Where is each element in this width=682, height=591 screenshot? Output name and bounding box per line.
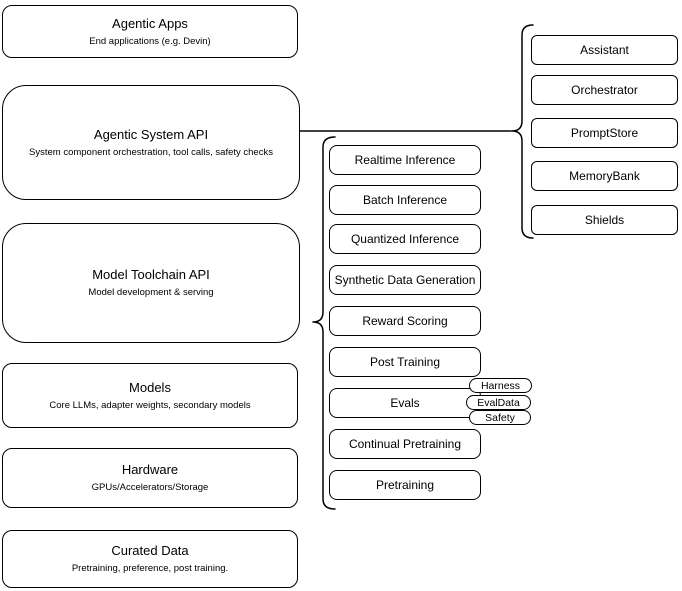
eval-tag-harness: Harness [469,378,532,393]
box-hardware: Hardware GPUs/Accelerators/Storage [2,448,298,508]
toolchain-item-label: Evals [390,396,420,410]
component-label: Orchestrator [571,83,638,97]
components-brace [511,24,534,239]
component-label: PromptStore [570,126,639,140]
toolchain-item-continual-pretraining: Continual Pretraining [329,429,481,459]
toolchain-item-realtime-inference: Realtime Inference [329,145,481,175]
eval-tag-label: Harness [480,379,521,392]
eval-tag-safety: Safety [469,410,531,425]
box-title: Curated Data [111,543,189,558]
toolchain-item-synthetic-data-generation: Synthetic Data Generation [329,265,481,295]
eval-tag-evaldata: EvalData [466,395,531,410]
toolchain-item-quantized-inference: Quantized Inference [329,224,481,254]
component-label: MemoryBank [569,169,640,183]
box-title: Models [129,379,171,395]
box-title: Agentic Apps [112,15,188,31]
box-subtitle: Core LLMs, adapter weights, secondary mo… [49,399,251,411]
eval-tag-label: Safety [485,411,515,424]
toolchain-item-label: Post Training [369,355,441,369]
component-memorybank: MemoryBank [531,161,678,191]
toolchain-item-label: Realtime Inference [354,153,456,167]
component-orchestrator: Orchestrator [531,75,678,105]
component-label: Shields [584,213,625,227]
box-subtitle: Model development & serving [88,287,214,298]
eval-tag-label: EvalData [477,396,520,409]
box-subtitle: GPUs/Accelerators/Storage [91,482,209,493]
toolchain-item-label: Reward Scoring [362,314,448,328]
toolchain-item-reward-scoring: Reward Scoring [329,306,481,336]
box-subtitle: System component orchestration, tool cal… [29,146,273,158]
toolchain-item-label: Continual Pretraining [348,437,462,451]
box-agentic-apps: Agentic Apps End applications (e.g. Devi… [2,5,298,58]
toolchain-item-batch-inference: Batch Inference [329,185,481,215]
component-label: Assistant [580,43,629,57]
box-model-toolchain-api: Model Toolchain API Model development & … [2,223,300,343]
toolchain-item-label: Pretraining [375,478,435,492]
box-models: Models Core LLMs, adapter weights, secon… [2,363,298,428]
component-assistant: Assistant [531,35,678,65]
toolchain-item-pretraining: Pretraining [329,470,481,500]
box-curated-data: Curated Data Pretraining, preference, po… [2,530,298,588]
toolchain-item-label: Batch Inference [362,193,448,207]
box-subtitle: End applications (e.g. Devin) [89,35,211,47]
toolchain-item-label: Synthetic Data Generation [334,273,476,287]
box-title: Agentic System API [93,126,209,142]
box-title: Hardware [121,462,179,477]
box-title: Model Toolchain API [92,267,210,282]
component-shields: Shields [531,205,678,235]
toolchain-item-evals: Evals [329,388,481,418]
component-promptstore: PromptStore [531,118,678,148]
box-agentic-system-api: Agentic System API System component orch… [2,85,300,200]
toolchain-item-label: Quantized Inference [350,232,460,246]
box-subtitle: Pretraining, preference, post training. [71,563,229,574]
toolchain-item-post-training: Post Training [329,347,481,377]
